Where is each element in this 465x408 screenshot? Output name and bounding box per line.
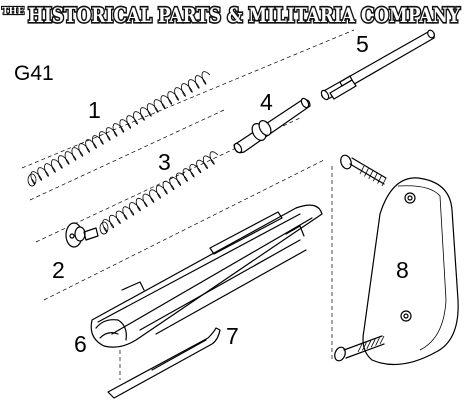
part-5-operating-rod (320, 29, 435, 101)
part-3-spring (99, 151, 219, 235)
callout-1: 1 (88, 97, 101, 123)
callout-2: 2 (52, 257, 65, 283)
model-label: G41 (14, 62, 54, 85)
callout-7: 7 (226, 323, 239, 349)
part-8-grip-panel (334, 154, 459, 366)
banner-title: HISTORICAL PARTS & MILITARIA COMPANY (28, 3, 460, 27)
callout-3: 3 (158, 149, 171, 175)
part-2-spring-guide (65, 222, 99, 248)
callout-8: 8 (396, 257, 409, 283)
callout-5: 5 (356, 31, 369, 57)
part-6-housing (90, 204, 323, 348)
company-banner: THE HISTORICAL PARTS & MILITARIA COMPANY (1, 1, 462, 28)
part-7-clip (107, 327, 221, 399)
callout-numbers: 1 2 3 4 5 6 7 8 (52, 31, 409, 357)
part-1-recoil-spring (27, 71, 211, 187)
callout-4: 4 (260, 89, 273, 115)
banner-prefix: THE (2, 7, 24, 17)
assembly-guide-lines (21, 29, 355, 380)
callout-6: 6 (74, 331, 87, 357)
part-4-piston-rod (233, 97, 311, 154)
